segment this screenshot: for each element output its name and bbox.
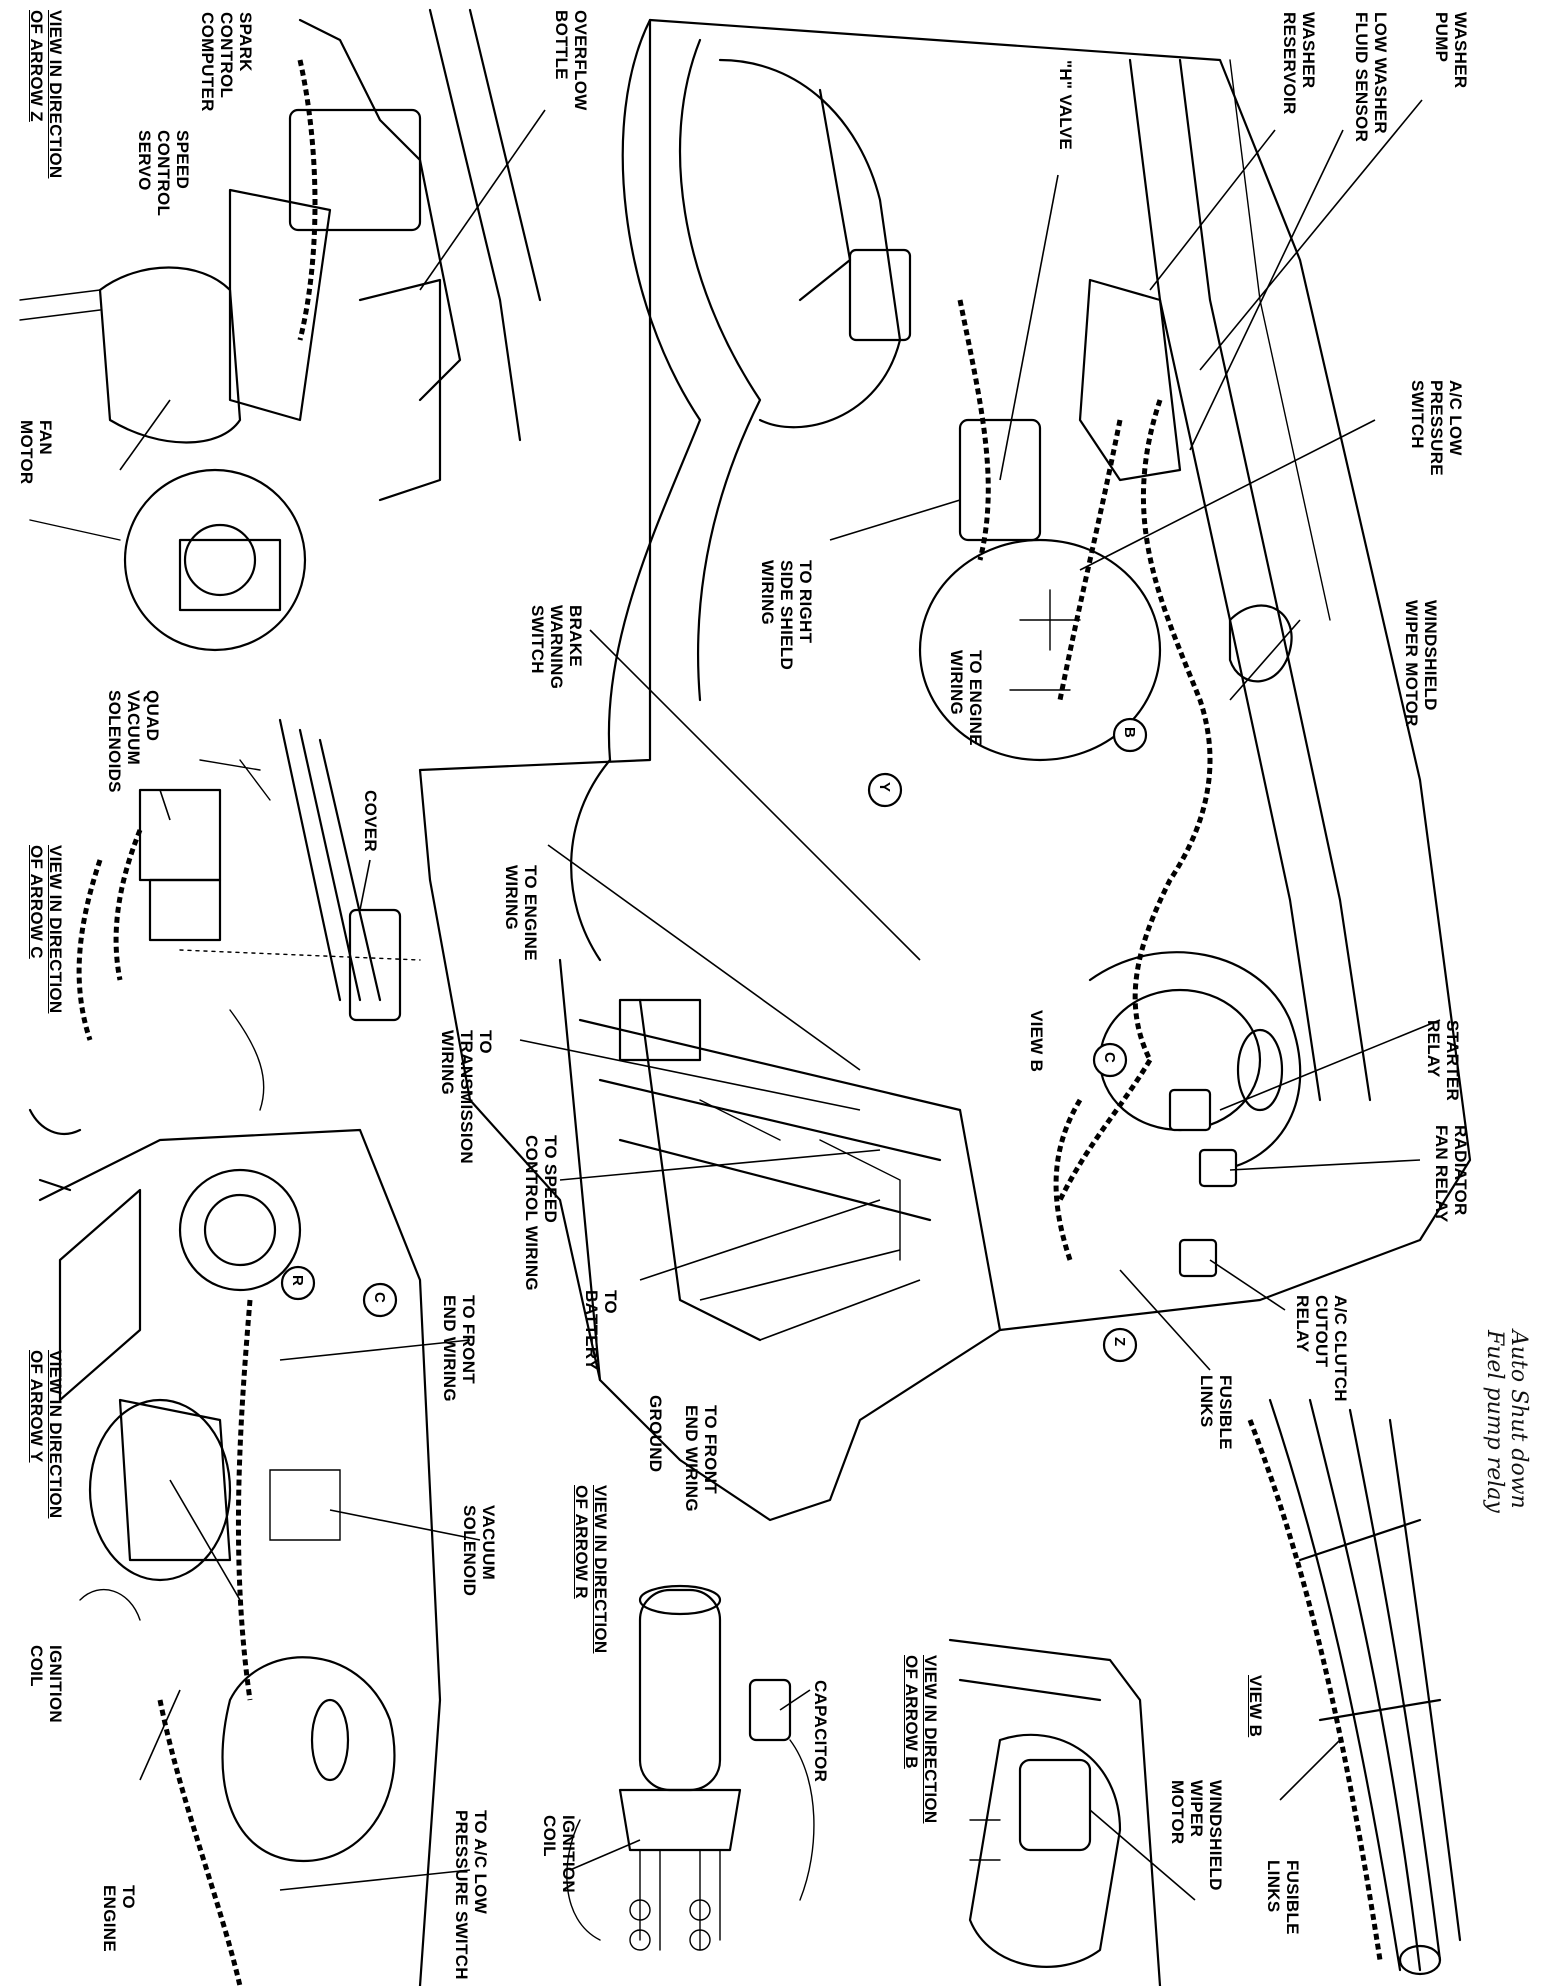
- marker-z: Z: [1111, 1337, 1128, 1347]
- view-c-drawing: [76, 718, 421, 1111]
- view-b-drawing: [1247, 1398, 1462, 1976]
- view-z-drawing: [19, 8, 542, 652]
- marker-r: R: [289, 1275, 306, 1287]
- view-markers: [280, 717, 1148, 1363]
- marker-y: Y: [876, 782, 893, 793]
- label-view-b-title: VIEW B: [1246, 1675, 1265, 1738]
- marker-c: C: [371, 1292, 388, 1304]
- label-ground: GROUND: [646, 1395, 665, 1473]
- marker-c2: C: [1101, 1052, 1118, 1064]
- view-arrow-b-drawing: [948, 1638, 1162, 1986]
- label-capacitor: CAPACITOR: [811, 1680, 830, 1783]
- marker-b: B: [1121, 727, 1138, 739]
- leader-lines: [119, 99, 1441, 1901]
- label-h-valve: "H" VALVE: [1056, 60, 1075, 150]
- engine-compartment-drawing: [418, 18, 1472, 1522]
- label-cover: COVER: [361, 790, 380, 852]
- view-r-drawing: [566, 1584, 815, 1951]
- label-view-b-inset: VIEW B: [1027, 1010, 1046, 1073]
- view-y-drawing: [28, 1108, 442, 1986]
- handwritten-note: Auto Shut down Fuel pump relay: [1482, 1330, 1531, 1513]
